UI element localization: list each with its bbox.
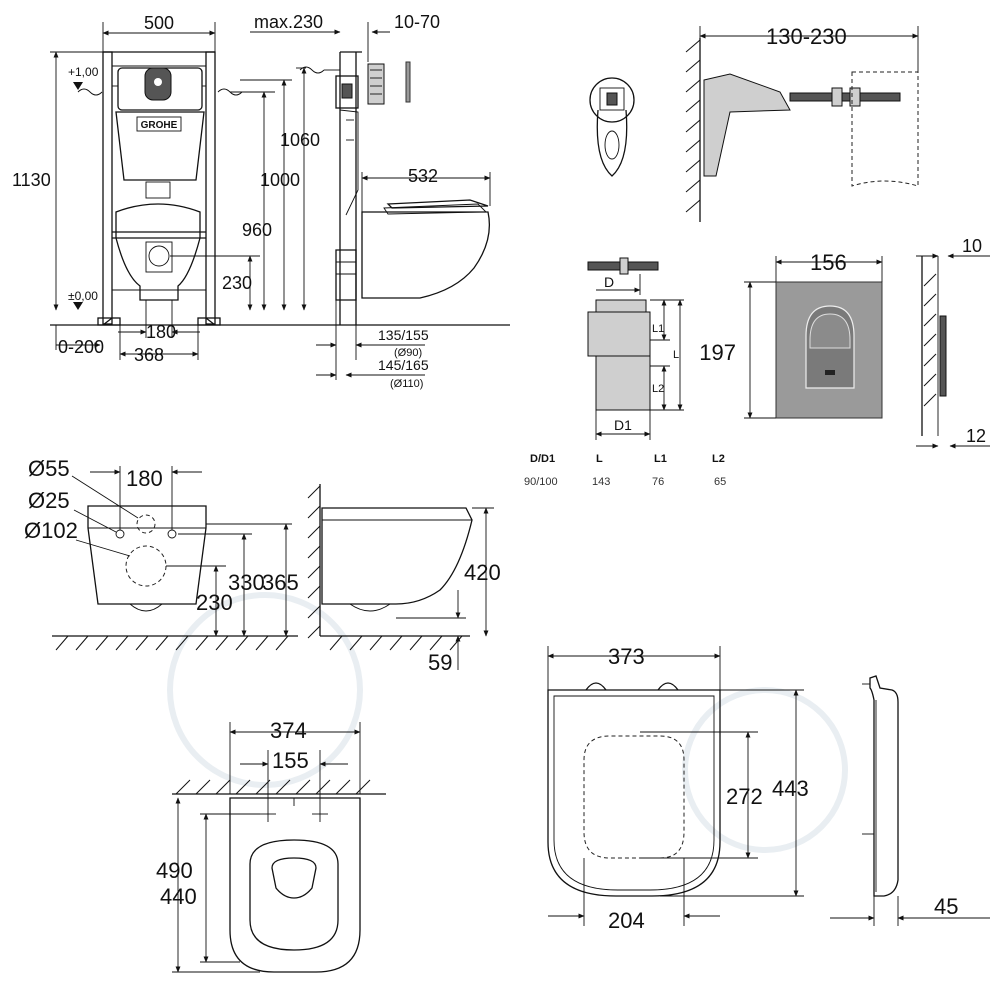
label-l: L bbox=[673, 349, 679, 361]
table-header-d-d1: D/D1 bbox=[530, 453, 555, 465]
seat-top-view: 373 272 443 204 bbox=[547, 644, 809, 933]
table-value-l2: 65 bbox=[714, 476, 726, 488]
bowl-side-view: 420 59 bbox=[307, 484, 501, 675]
dim-foot-adjust: 0-200 bbox=[58, 337, 104, 357]
label-d55: Ø55 bbox=[28, 456, 70, 481]
dim-plate-width: 156 bbox=[810, 250, 847, 275]
dim-max-depth: max.230 bbox=[254, 12, 323, 32]
frame-side-view: 532 max.230 10-70 135/155 (Ø90) 145/165 … bbox=[250, 12, 510, 390]
flush-plate-view: 156 197 10 12 bbox=[699, 236, 990, 449]
table-value-l: 143 bbox=[592, 476, 610, 488]
dim-seat-inner-204: 204 bbox=[608, 908, 645, 933]
connector-table: D/D1 L L1 L2 90/100 143 76 65 bbox=[524, 453, 726, 488]
dim-height-1130: 1130 bbox=[12, 170, 51, 190]
bolt-view: 130-230 bbox=[589, 24, 919, 222]
dim-frame-width: 500 bbox=[144, 13, 174, 33]
dim-bolt-spacing-155: 155 bbox=[272, 748, 309, 773]
table-value-d-d1: 90/100 bbox=[524, 476, 558, 488]
dim-bowl-330: 330 bbox=[228, 570, 265, 595]
seat-side-view: 45 bbox=[830, 675, 990, 926]
dim-seat-inner-272: 272 bbox=[726, 784, 763, 809]
dim-seat-length-443: 443 bbox=[772, 776, 809, 801]
dim-seat-width-373: 373 bbox=[608, 644, 645, 669]
label-d1: D1 bbox=[614, 417, 632, 433]
dim-drain-110: 145/165 bbox=[378, 357, 429, 373]
label-d25: Ø25 bbox=[28, 488, 70, 513]
dim-height-1060: 1060 bbox=[280, 130, 320, 150]
table-value-l1: 76 bbox=[652, 476, 664, 488]
dim-plate-height: 197 bbox=[699, 340, 736, 365]
dim-drain-90-dia: (Ø90) bbox=[394, 347, 422, 359]
table-header-l: L bbox=[596, 453, 603, 465]
dim-height-960: 960 bbox=[242, 220, 272, 240]
label-l2: L2 bbox=[652, 383, 664, 395]
dim-foot-spacing: 368 bbox=[134, 345, 164, 365]
brand-logo-text: GROHE bbox=[141, 120, 178, 131]
dim-plate-thickness-bottom: 12 bbox=[966, 426, 986, 446]
dim-bowl-width-374: 374 bbox=[270, 718, 307, 743]
dim-bowl-365: 365 bbox=[262, 570, 299, 595]
frame-front-view: GROHE +1,00 ±0,00 500 1130 bbox=[12, 13, 330, 365]
dim-bolt-depth: 130-230 bbox=[766, 24, 847, 49]
dim-bowl-length-490: 490 bbox=[156, 858, 193, 883]
level-floor-label: ±0,00 bbox=[68, 289, 98, 303]
label-l1: L1 bbox=[652, 323, 664, 335]
label-d102: Ø102 bbox=[24, 518, 78, 543]
dim-height-1000: 1000 bbox=[260, 170, 300, 190]
dim-bowl-depth: 532 bbox=[408, 166, 438, 186]
dim-pipe-spacing: 180 bbox=[146, 322, 176, 342]
dim-bowl-59: 59 bbox=[428, 650, 452, 675]
dim-bowl-height-420: 420 bbox=[464, 560, 501, 585]
table-header-l1: L1 bbox=[654, 453, 667, 465]
dim-seat-thickness-45: 45 bbox=[934, 894, 958, 919]
dim-plate-offset: 10-70 bbox=[394, 12, 440, 32]
floor-hatching bbox=[55, 635, 289, 651]
top-wall-hatching bbox=[175, 779, 371, 795]
dim-plate-thickness-top: 10 bbox=[962, 236, 982, 256]
dim-bowl-230: 230 bbox=[196, 590, 233, 615]
dim-bowl-inner-440: 440 bbox=[160, 884, 197, 909]
dim-height-230: 230 bbox=[222, 273, 252, 293]
dim-drain-110-dia: (Ø110) bbox=[390, 378, 423, 390]
dim-drain-90: 135/155 bbox=[378, 327, 429, 343]
connector-view: D L1 L L2 D1 D/D1 L L1 L2 90/100 143 76 … bbox=[524, 257, 726, 488]
table-header-l2: L2 bbox=[712, 453, 725, 465]
level-top-label: +1,00 bbox=[68, 65, 99, 79]
bowl-top-view: 374 155 490 440 bbox=[156, 718, 386, 973]
dim-hole-spacing: 180 bbox=[126, 466, 163, 491]
label-d: D bbox=[604, 274, 614, 290]
bowl-front-view: Ø55 Ø25 Ø102 180 230 330 365 bbox=[24, 456, 299, 651]
wall-hatching bbox=[685, 39, 701, 213]
